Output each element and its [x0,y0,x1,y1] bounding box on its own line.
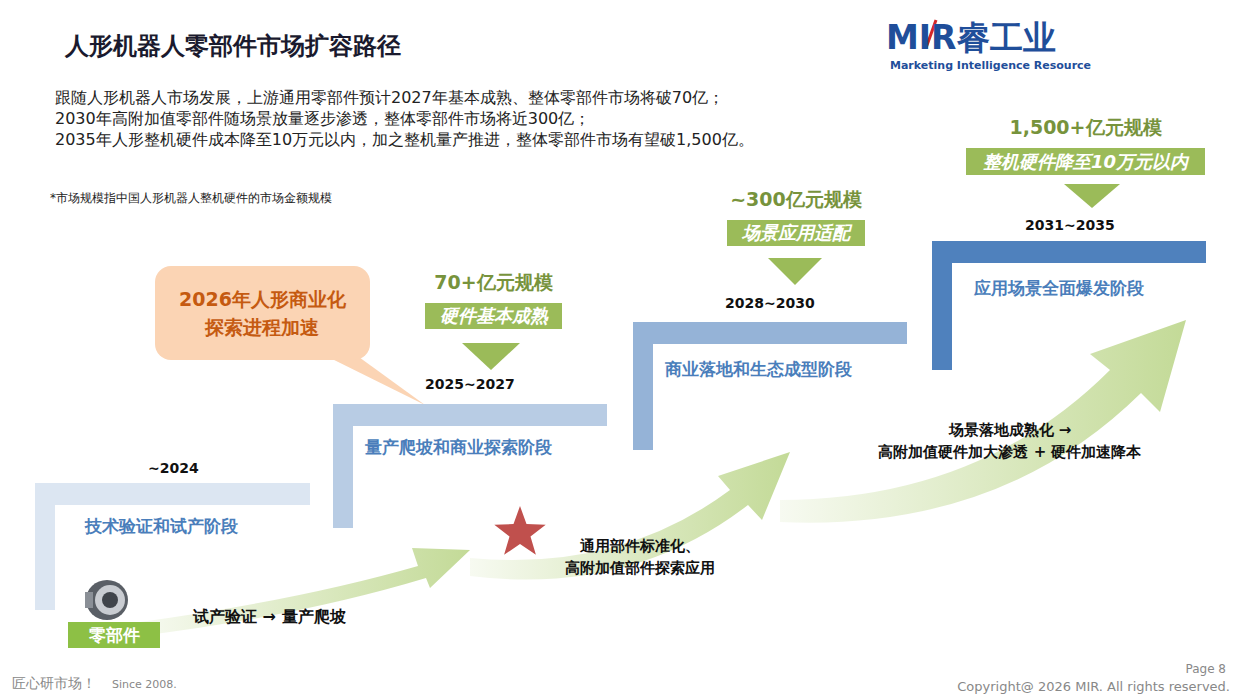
stage-step: 2028~2030商业落地和生态成型阶段 [633,322,907,450]
text-line: 通用部件标准化、 [530,535,750,557]
intro-line: 跟随人形机器人市场发展，上游通用零部件预计2027年基本成熟、整体零部件市场将破… [55,86,724,109]
copyright: Copyright@ 2026 MIR. All rights reserved… [900,677,1230,696]
market-size: 1,500+亿元规模 [906,115,1240,141]
logo-tagline: Marketing Intelligence Resource [890,58,1091,74]
stage-name: 商业落地和生态成型阶段 [665,358,852,381]
stage-period: ~2024 [148,460,199,476]
component-picture [85,580,128,620]
market-tag: 1,500+亿元规模整机硬件降至10万元以内 [966,148,1205,175]
stage-name: 应用场景全面爆发阶段 [974,277,1144,300]
growth-arrow [780,320,1186,523]
component-name: 零部件 [68,622,160,648]
intro-line: 2035年人形整机硬件成本降至10万元以内，加之整机量产推进，整体零部件市场有望… [55,128,754,151]
page-title: 人形机器人零部件市场扩容路径 [65,30,401,62]
component-hub [102,592,118,608]
intro-line: 2030年高附加值零部件随场景放量逐步渗透，整体零部件市场将近300亿； [55,107,590,130]
market-tag: ~300亿元规模场景应用适配 [727,220,865,246]
arrow-text: 试产验证 → 量产爬坡 [193,605,346,628]
footnote: *市场规模指中国人形机器人整机硬件的市场金额规模 [50,190,332,207]
stage-period: 2025~2027 [425,376,515,392]
component-face [95,585,125,615]
growth-arrow [140,548,470,636]
arrow-text: 场景落地成熟化 → 高附加值硬件加大渗透 + 硬件加速降本 [840,419,1180,463]
component-body [86,580,128,620]
callout-text: 2026年人形商业化 探索进程加速 [179,285,346,341]
pointer-triangle [1064,184,1120,208]
stage-step: 2025~2027量产爬坡和商业探索阶段 [333,404,607,528]
pointer-triangle [462,343,520,370]
component-box: 零部件 [68,622,160,648]
component-rim [85,592,93,608]
page-number: Page 8 [1150,661,1226,678]
stage-step: ~2024技术验证和试产阶段 [35,483,310,610]
logo: MIR睿工业 [886,14,1056,62]
slogan: 匠心研市场！ [12,673,96,693]
market-status: 整机硬件降至10万元以内 [966,148,1205,175]
since-note: Since 2008. [112,677,177,693]
text-line: 高附加值硬件加大渗透 + 硬件加速降本 [840,441,1180,463]
text-line: 高附加值部件探索应用 [530,557,750,579]
text-line: 探索进程加速 [179,313,346,341]
arrow-text: 通用部件标准化、 高附加值部件探索应用 [530,535,750,579]
stage-name: 量产爬坡和商业探索阶段 [365,436,552,459]
stage-period: 2028~2030 [725,295,815,311]
market-size: ~300亿元规模 [667,187,925,213]
market-tag: 70+亿元规模硬件基本成熟 [425,303,562,329]
stage-name: 技术验证和试产阶段 [85,515,238,538]
stage-period: 2031~2035 [1025,217,1115,233]
pointer-triangle [768,258,822,285]
market-status: 场景应用适配 [727,220,865,246]
stage-step: 2031~2035应用场景全面爆发阶段 [932,241,1206,370]
callout-content: 2026年人形商业化 探索进程加速 [179,285,346,341]
callout-box: 2026年人形商业化 探索进程加速 [155,266,370,360]
text-line: 场景落地成熟化 → [840,419,1180,441]
text-line: 2026年人形商业化 [179,285,346,313]
growth-arrow [470,452,790,580]
market-status: 硬件基本成熟 [425,303,562,329]
milestone-star [494,506,545,555]
market-size: 70+亿元规模 [365,270,622,296]
